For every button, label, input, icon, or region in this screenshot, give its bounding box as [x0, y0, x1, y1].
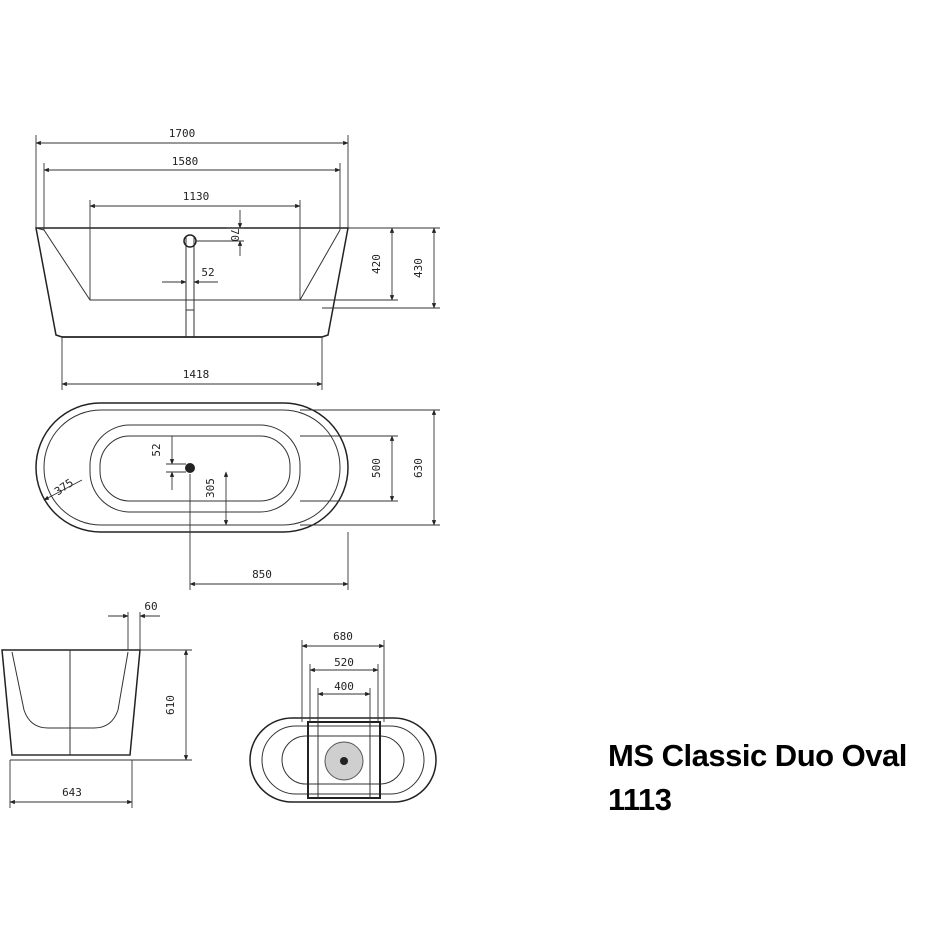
- base-frame: [307, 721, 381, 799]
- product-title: MS Classic Duo Oval 1113: [608, 734, 907, 822]
- product-number: 1113: [608, 782, 672, 817]
- base-view: [249, 717, 437, 803]
- dim-1130: 1130: [183, 190, 210, 203]
- base-outer-outline: [249, 717, 437, 803]
- dim-305: 305: [204, 478, 217, 498]
- dim-500: 500: [370, 458, 383, 478]
- base-inner-outline: [261, 725, 425, 795]
- dim-430: 430: [412, 258, 425, 278]
- drain-hole-icon: [340, 757, 348, 765]
- end-elevation: [1, 649, 141, 761]
- dim-400: 400: [334, 680, 354, 693]
- tub-side-basin: [43, 229, 341, 301]
- dim-643: 643: [62, 786, 82, 799]
- dim-520: 520: [334, 656, 354, 669]
- dim-375: 375: [52, 476, 76, 498]
- plan-basin-outer: [89, 424, 301, 513]
- end-dimensions: 60 610 643: [9, 600, 192, 808]
- dim-60: 60: [144, 600, 157, 613]
- base-dimensions: 680 520 400: [301, 630, 385, 722]
- dim-1580: 1580: [172, 155, 199, 168]
- dim-630: 630: [412, 458, 425, 478]
- dim-680: 680: [333, 630, 353, 643]
- dim-1700: 1700: [169, 127, 196, 140]
- dim-1418: 1418: [183, 368, 210, 381]
- dim-420: 420: [370, 254, 383, 274]
- plan-outer-rim: [35, 402, 349, 533]
- dim-52-side: 52: [201, 266, 214, 279]
- dim-70: 70: [228, 228, 241, 241]
- dim-610: 610: [164, 695, 177, 715]
- dim-850: 850: [252, 568, 272, 581]
- plan-basin-inner: [99, 435, 291, 502]
- dim-52-plan: 52: [150, 443, 163, 456]
- base-feet-ring: [281, 735, 405, 785]
- drain-icon: [185, 463, 195, 473]
- plan-view: [35, 402, 349, 533]
- plan-dimensions: 52 305 375 500 630 850: [43, 409, 440, 590]
- product-name: MS Classic Duo Oval: [608, 738, 907, 773]
- tub-side-outline: [35, 227, 349, 338]
- tub-end-basin: [11, 651, 129, 729]
- side-dimensions: 1700 1580 1130 70 52 420 430 1418: [35, 127, 440, 390]
- side-elevation: [35, 227, 349, 338]
